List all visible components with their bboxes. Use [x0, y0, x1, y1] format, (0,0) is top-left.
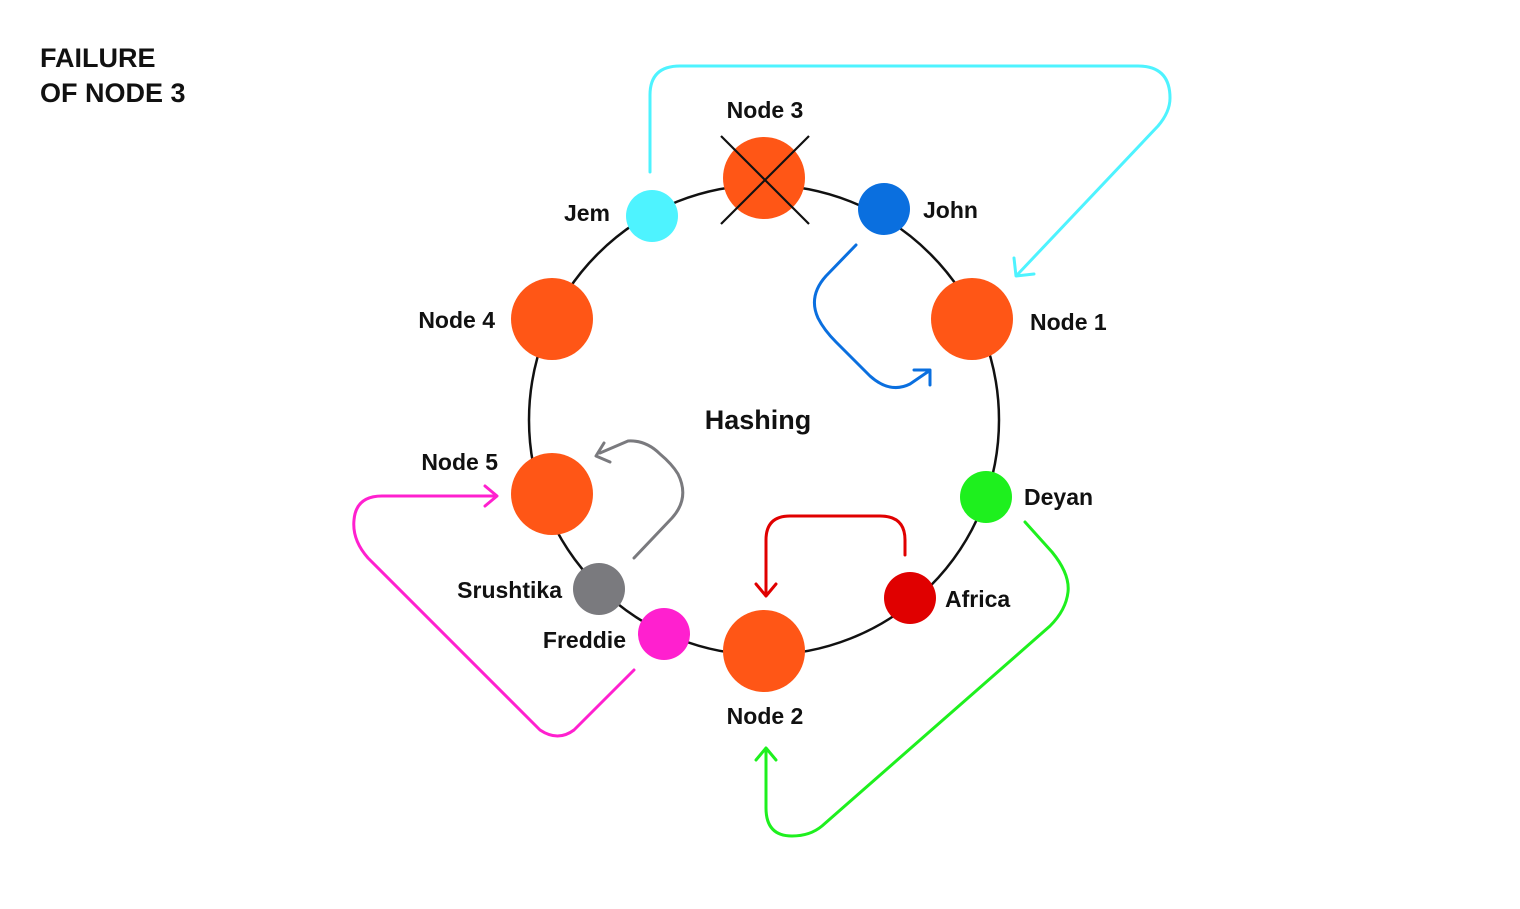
key-deyan-label: Deyan: [1024, 484, 1093, 510]
diagram-title-line-1: FAILURE: [40, 43, 156, 73]
key-john-label: John: [923, 197, 978, 223]
key-africa-label: Africa: [945, 586, 1010, 612]
node-2-circle: [723, 610, 805, 692]
key-africa-dot: [884, 572, 936, 624]
node-1-label: Node 1: [1030, 309, 1107, 335]
arrow-srushtika-to-node-5: [598, 439, 685, 560]
key-jem-label: Jem: [564, 200, 610, 226]
key-freddie-label: Freddie: [543, 627, 626, 653]
node-3-label: Node 3: [727, 97, 804, 123]
arrow-deyan-to-node-2: [764, 520, 1070, 838]
arrowhead-deyan: [754, 746, 778, 762]
key-john-dot: [858, 183, 910, 235]
node-1-circle: [931, 278, 1013, 360]
arrow-john-to-node-1: [812, 243, 931, 390]
arrowhead-srushtika: [594, 441, 612, 464]
key-jem-dot: [626, 190, 678, 242]
node-4-label: Node 4: [418, 307, 495, 333]
arrow-jem-to-node-1: [648, 64, 1172, 276]
arrow-freddie-to-node-5: [352, 494, 636, 738]
arrowhead-john: [912, 368, 932, 387]
key-freddie-dot: [638, 608, 690, 660]
key-deyan-dot: [960, 471, 1012, 523]
node-3-failure-cross-b: [720, 135, 810, 225]
key-srushtika-dot: [573, 563, 625, 615]
arrow-africa-to-node-2: [764, 514, 907, 596]
node-2-label: Node 2: [727, 703, 804, 729]
arrowhead-freddie: [483, 484, 499, 508]
arrowhead-jem: [1012, 256, 1036, 278]
node-5-circle: [511, 453, 593, 535]
hashing-label: Hashing: [705, 405, 812, 435]
key-srushtika-label: Srushtika: [457, 577, 562, 603]
node-4-circle: [511, 278, 593, 360]
node-5-label: Node 5: [421, 449, 498, 475]
diagram-title-line-2: OF NODE 3: [40, 78, 186, 108]
arrowhead-africa: [754, 582, 778, 598]
